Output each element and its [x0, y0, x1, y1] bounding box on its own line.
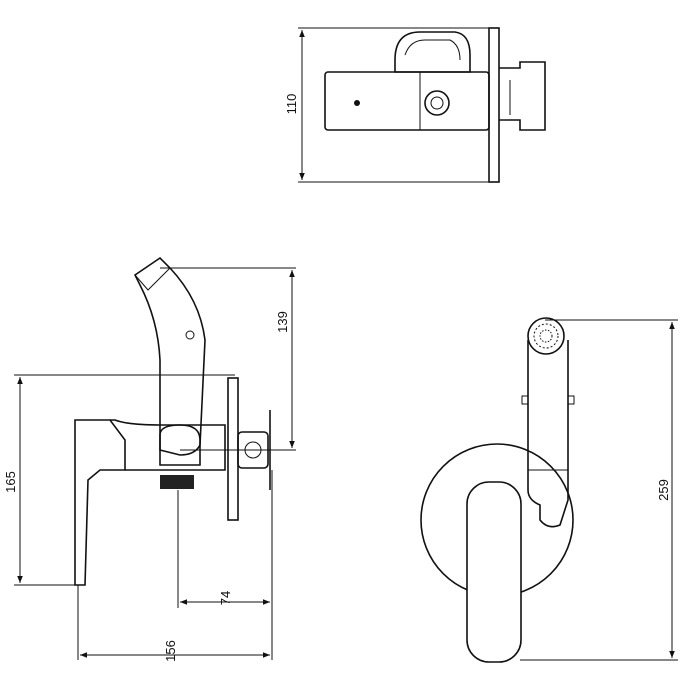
top-view: 110: [284, 27, 546, 183]
dimension-label-156: 156: [163, 640, 178, 662]
front-view: 259: [420, 317, 678, 663]
rear-box: [499, 61, 546, 131]
shower-holder: [394, 31, 471, 73]
hand-shower-side: [133, 256, 206, 456]
shower-holder-side: [159, 424, 201, 466]
threaded-outlet: [160, 475, 194, 489]
dimension-label-74: 74: [218, 591, 233, 605]
hex-nut: [424, 90, 450, 116]
hose-connector: [237, 431, 269, 469]
dimension-label-139: 139: [275, 311, 290, 333]
wall-plate: [488, 27, 500, 183]
lever-front: [466, 481, 522, 663]
wall-plate-side: [227, 377, 239, 521]
hand-shower-front: [527, 340, 569, 528]
trigger-left: [521, 395, 529, 405]
valve-cover: [110, 419, 226, 471]
dimension-label-165: 165: [3, 471, 18, 493]
trigger-right: [567, 395, 575, 405]
valve-body: [324, 71, 490, 131]
lever-handle: [74, 419, 126, 586]
dimension-label-259: 259: [656, 479, 671, 501]
side-view: 139 165 74 156: [3, 256, 296, 662]
screw-dot: [354, 100, 360, 106]
shower-head: [527, 317, 565, 355]
dimension-label-110: 110: [284, 94, 299, 115]
